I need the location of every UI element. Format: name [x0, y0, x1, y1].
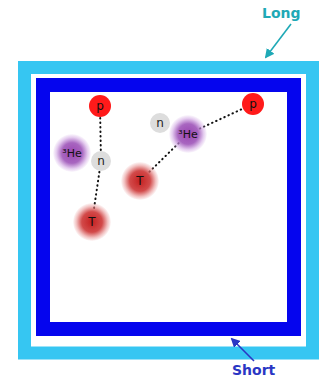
particle-symbol: ³He — [62, 148, 81, 159]
leader-arrow — [266, 24, 291, 57]
callout-label: Short — [232, 363, 275, 377]
particle: ³He — [53, 134, 91, 172]
bond-line — [200, 109, 242, 129]
particle: n — [91, 151, 111, 171]
long-wall — [25, 68, 313, 354]
particle-symbol: n — [97, 155, 105, 167]
particle: n — [150, 113, 170, 133]
callout-label: Long — [262, 6, 301, 20]
particle-symbol: n — [156, 117, 164, 129]
particle-symbol: T — [136, 175, 143, 187]
particle-symbol: p — [96, 100, 104, 112]
particle-symbol: T — [88, 216, 95, 228]
particle: p — [242, 93, 264, 115]
particle: ³He — [169, 115, 207, 153]
particle: p — [89, 95, 111, 117]
short-wall — [43, 85, 294, 329]
particle-symbol: ³He — [178, 129, 197, 140]
leader-arrow — [232, 339, 254, 361]
particle-symbol: p — [249, 98, 257, 110]
particle: T — [121, 162, 159, 200]
particle: T — [73, 203, 111, 241]
bond-line — [99, 118, 102, 150]
